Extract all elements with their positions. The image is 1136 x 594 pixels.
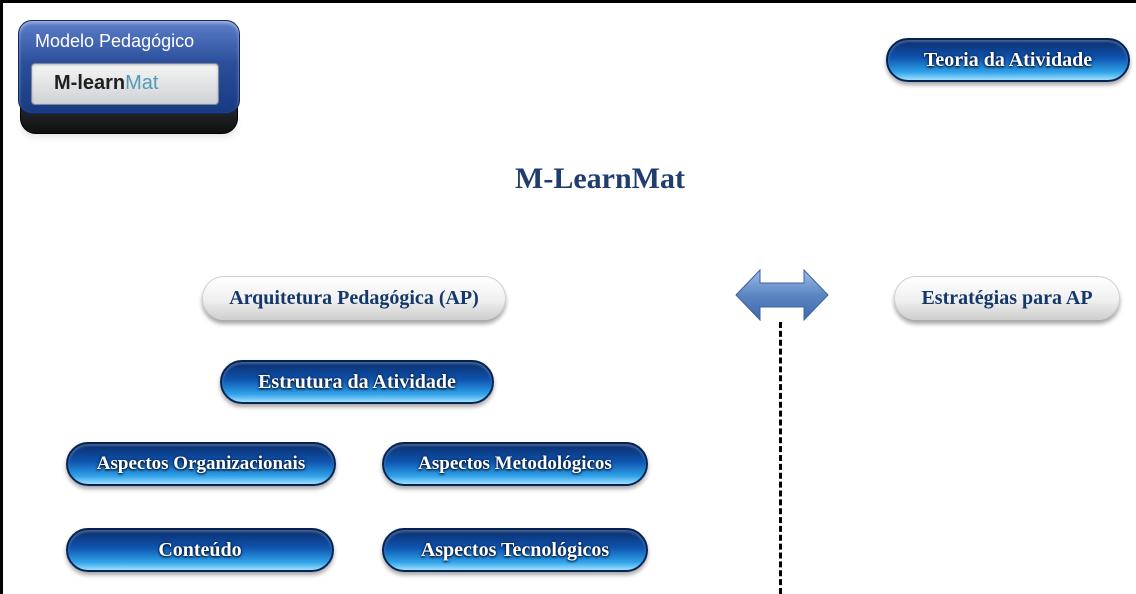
node-aspectos-organizacionais: Aspectos Organizacionais bbox=[66, 442, 336, 486]
logo-name-part2: Mat bbox=[125, 72, 159, 94]
logo-name: M-learnMat bbox=[54, 72, 158, 95]
node-estrutura-da-atividade: Estrutura da Atividade bbox=[220, 360, 494, 404]
logo-top: Modelo Pedagógico M-learnMat bbox=[18, 20, 240, 114]
dashed-connector-line bbox=[779, 322, 782, 594]
logo-title: Modelo Pedagógico bbox=[35, 31, 195, 51]
logo-badge: Modelo Pedagógico M-learnMat bbox=[18, 20, 240, 140]
logo-name-part1: M-learn bbox=[54, 72, 126, 94]
main-title: M-LearnMat bbox=[515, 162, 685, 195]
node-arquitetura-pedagogica: Arquitetura Pedagógica (AP) bbox=[202, 276, 506, 320]
double-arrow-icon bbox=[735, 268, 829, 322]
node-aspectos-tecnologicos: Aspectos Tecnológicos bbox=[382, 528, 648, 572]
node-estrategias-para-ap: Estratégias para AP bbox=[894, 276, 1120, 320]
node-aspectos-metodologicos: Aspectos Metodológicos bbox=[382, 442, 648, 486]
logo-plate: M-learnMat bbox=[31, 63, 219, 105]
node-conteudo: Conteúdo bbox=[66, 528, 334, 572]
node-teoria-da-atividade: Teoria da Atividade bbox=[886, 38, 1130, 82]
